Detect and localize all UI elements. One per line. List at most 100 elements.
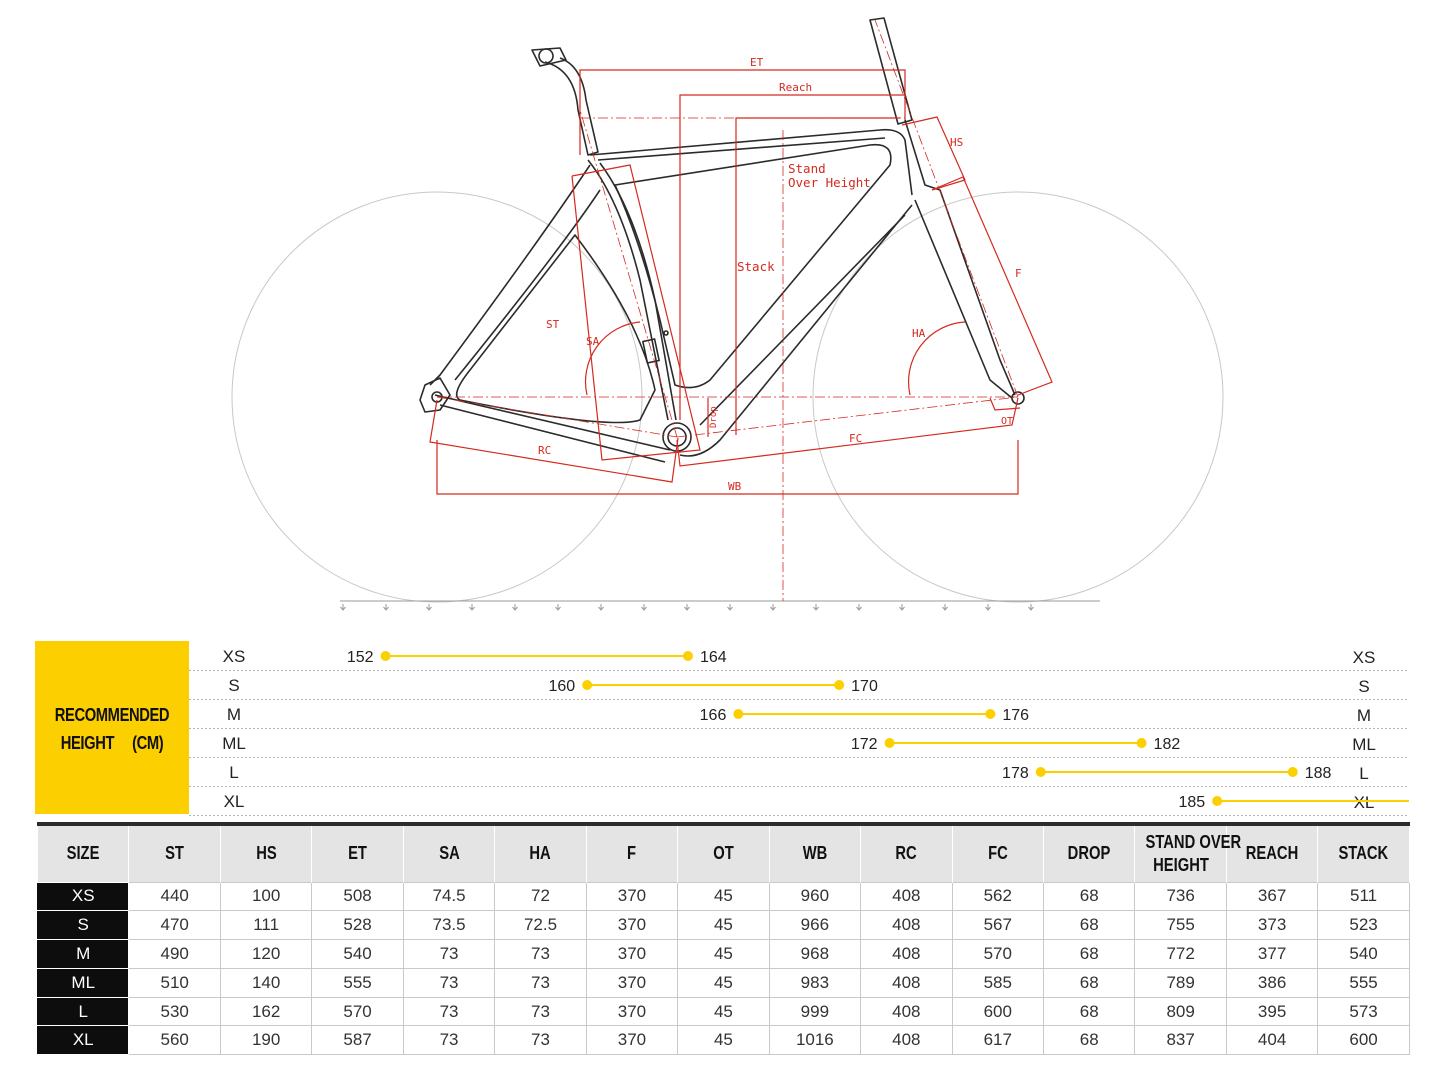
label-drop: Drop (709, 406, 719, 428)
table-cell: 68 (1042, 939, 1136, 969)
size-cell: XS (36, 881, 130, 912)
height-min-dot (1212, 796, 1223, 806)
table-cell: 736 (1134, 881, 1227, 912)
table-cell: 600 (1317, 1025, 1410, 1056)
table-cell: 600 (951, 996, 1044, 1027)
height-min-dot (1035, 767, 1046, 777)
height-size-label-right: ML (1352, 735, 1376, 754)
height-min-value: 178 (1002, 765, 1029, 782)
table-cell: 490 (128, 939, 221, 969)
height-max-dot (1136, 738, 1147, 748)
ground-arrow-icon (899, 604, 905, 611)
table-cell: 45 (677, 881, 770, 912)
table-cell: 440 (128, 881, 221, 912)
table-cell: 585 (951, 967, 1044, 998)
table-cell: 45 (677, 967, 770, 998)
table-cell: 809 (1134, 996, 1227, 1027)
height-min-dot (884, 738, 895, 748)
column-header: STACK (1317, 824, 1410, 882)
ground-arrow-icon (426, 604, 432, 611)
table-cell: 837 (1134, 1025, 1227, 1056)
ground-arrow-icon (340, 604, 346, 611)
table-cell: 73.5 (402, 910, 496, 941)
table-cell: 370 (585, 881, 679, 912)
column-header: REACH (1225, 824, 1319, 882)
table-cell: 45 (677, 996, 770, 1027)
table-cell: 68 (1042, 996, 1136, 1027)
column-header: SIZE (36, 824, 130, 882)
table-cell: 510 (128, 967, 221, 998)
table-cell: 370 (585, 939, 679, 969)
table-cell: 408 (860, 939, 953, 969)
label-ha: HA (912, 327, 926, 340)
ground-arrow-icon (813, 604, 819, 611)
table-cell: 511 (1317, 881, 1410, 912)
ground-arrow-icon (727, 604, 733, 611)
column-header: DROP (1042, 824, 1136, 882)
frame-outline (419, 17, 1025, 463)
bike-geometry-diagram: ET Reach HS Stand Over Height Stack F ST… (231, 17, 1224, 611)
label-stand-over-2: Over Height (788, 175, 871, 190)
table-cell: 408 (860, 967, 953, 998)
table-cell: 386 (1225, 967, 1319, 998)
table-cell: 68 (1042, 910, 1136, 941)
label-st: ST (546, 318, 560, 331)
column-header: HA (494, 824, 587, 882)
height-max-value: 176 (1002, 707, 1029, 724)
table-cell: 983 (768, 967, 862, 998)
ground-arrow-icon (985, 604, 991, 611)
column-header: OT (677, 824, 770, 882)
ground-arrow-icon (942, 604, 948, 611)
height-min-dot (582, 680, 593, 690)
label-f: F (1015, 267, 1022, 280)
table-cell: 45 (677, 1025, 770, 1056)
table-cell: 68 (1042, 967, 1136, 998)
label-sa: SA (586, 335, 600, 348)
table-cell: 968 (768, 939, 862, 969)
ground-arrow-icon (598, 604, 604, 611)
table-cell: 370 (585, 1025, 679, 1056)
column-header: F (585, 824, 679, 882)
table-cell: 72 (494, 881, 587, 912)
column-header: WB (768, 824, 862, 882)
label-hs: HS (950, 136, 963, 149)
height-size-label: XS (223, 647, 246, 666)
height-size-label: M (227, 705, 241, 724)
table-cell: 1016 (768, 1025, 862, 1056)
height-max-value: 164 (700, 649, 727, 666)
table-cell: 370 (585, 967, 679, 998)
table-cell: 470 (128, 910, 221, 941)
table-cell: 587 (311, 1025, 404, 1056)
table-cell: 540 (311, 939, 404, 969)
ground-arrow-icon (512, 604, 518, 611)
table-cell: 523 (1317, 910, 1410, 941)
table-cell: 404 (1225, 1025, 1319, 1056)
table-cell: 68 (1042, 881, 1136, 912)
ground-arrow-icon (555, 604, 561, 611)
table-cell: 772 (1134, 939, 1227, 969)
height-min-value: 166 (700, 707, 727, 724)
label-reach: Reach (779, 81, 812, 94)
label-ot: OT (1001, 416, 1013, 427)
size-cell: S (36, 910, 130, 941)
height-size-label: ML (222, 734, 246, 753)
height-min-value: 185 (1178, 794, 1205, 811)
table-cell: 617 (951, 1025, 1044, 1056)
table-cell: 530 (128, 996, 221, 1027)
table-cell: 377 (1225, 939, 1319, 969)
table-cell: 73 (494, 1025, 587, 1056)
table-cell: 508 (311, 881, 404, 912)
table-cell: 370 (585, 910, 679, 941)
table-cell: 408 (860, 881, 953, 912)
height-size-label-right: XL (1354, 793, 1375, 812)
height-size-label: S (228, 676, 239, 695)
height-max-value: 188 (1305, 765, 1332, 782)
table-cell: 68 (1042, 1025, 1136, 1056)
table-cell: 540 (1317, 939, 1410, 969)
table-cell: 162 (219, 996, 313, 1027)
table-cell: 45 (677, 910, 770, 941)
column-header: SA (402, 824, 496, 882)
